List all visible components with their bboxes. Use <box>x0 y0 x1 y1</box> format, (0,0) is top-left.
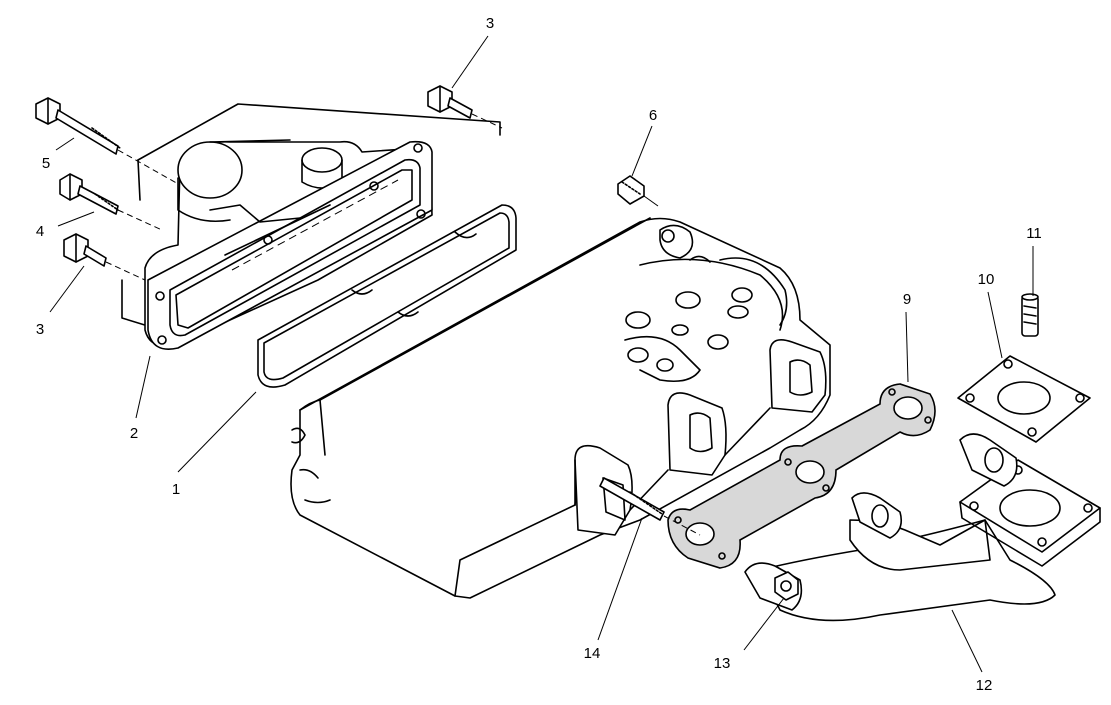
leader-lines <box>49 35 1034 673</box>
cover-gasket <box>257 204 517 388</box>
bolt-short-lower <box>63 233 146 281</box>
cylinder-head-block <box>290 217 831 599</box>
callout-4: 4 <box>36 223 44 240</box>
callout-13: 13 <box>714 655 731 672</box>
bolt-medium <box>59 173 163 231</box>
callout-labels: 1 2 3 3 4 5 6 9 10 11 12 13 14 <box>36 15 1042 694</box>
bolt-short-upper <box>427 85 503 129</box>
callout-9: 9 <box>903 291 911 308</box>
exhaust-gasket <box>667 383 936 569</box>
callout-3-upper: 3 <box>486 15 494 32</box>
rocker-cover <box>121 103 501 350</box>
bolt-long <box>35 97 181 186</box>
callout-14: 14 <box>584 645 601 662</box>
callout-12: 12 <box>976 677 993 694</box>
callout-1: 1 <box>172 481 180 498</box>
plug-screw <box>617 175 659 207</box>
dowel-pin <box>1021 293 1039 337</box>
callout-2: 2 <box>130 425 138 442</box>
exhaust-manifold <box>744 433 1101 622</box>
stud <box>599 477 701 536</box>
callout-5: 5 <box>42 155 50 172</box>
flange-gasket <box>957 355 1091 443</box>
callout-3-lower: 3 <box>36 321 44 338</box>
callout-11: 11 <box>1026 225 1042 242</box>
callout-10: 10 <box>978 271 995 288</box>
callout-6: 6 <box>649 107 657 124</box>
